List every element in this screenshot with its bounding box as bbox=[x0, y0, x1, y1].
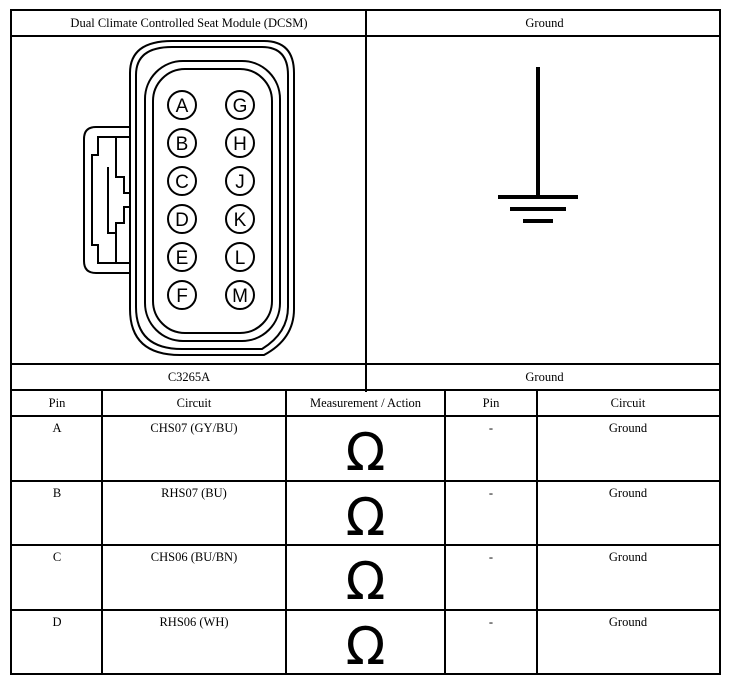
pin-table: Pin Circuit Measurement / Action Pin Circuit… bbox=[12, 391, 719, 673]
table-cell: RHS07 (BU) bbox=[161, 485, 227, 500]
divider bbox=[12, 608, 719, 611]
table-cell: - bbox=[488, 421, 494, 435]
pin-label-f: F bbox=[176, 286, 188, 307]
connector-id-label: C3265A bbox=[167, 370, 211, 384]
table-cell: D bbox=[52, 614, 62, 629]
ground-diagram bbox=[368, 37, 721, 363]
pin-cavity-c bbox=[167, 166, 197, 196]
pin-label-c: C bbox=[175, 172, 189, 193]
table-cell: - bbox=[488, 614, 494, 629]
pin-label-l: L bbox=[235, 248, 246, 269]
pin-label-b: B bbox=[176, 134, 189, 155]
resistance-measurement-icon: Ω bbox=[345, 423, 386, 483]
table-cell: RHS06 (WH) bbox=[159, 614, 229, 629]
pin-label-d: D bbox=[175, 210, 189, 231]
pin-label-m: M bbox=[232, 286, 248, 307]
column-header: Circuit bbox=[610, 396, 646, 410]
pin-cavity-h bbox=[225, 128, 255, 158]
pin-label-k: K bbox=[234, 210, 247, 231]
divider bbox=[12, 415, 719, 417]
connector-cavity-outer bbox=[144, 60, 281, 342]
column-header: Measurement / Action bbox=[309, 396, 422, 410]
divider bbox=[12, 544, 719, 546]
pin-cavity-l bbox=[225, 242, 255, 272]
table-cell: A bbox=[52, 421, 62, 435]
divider bbox=[12, 479, 719, 482]
divider bbox=[365, 11, 367, 392]
pin-cavity-a bbox=[167, 90, 197, 120]
pin-label-g: G bbox=[233, 96, 248, 117]
pin-label-j: J bbox=[235, 172, 245, 193]
divider bbox=[101, 391, 103, 673]
pin-cavity-e bbox=[167, 242, 197, 272]
column-header: Pin bbox=[482, 396, 500, 410]
connector-housing-inner bbox=[135, 46, 289, 350]
divider bbox=[12, 363, 719, 365]
table-cell: CHS07 (GY/BU) bbox=[150, 421, 238, 435]
pin-label-a: A bbox=[176, 96, 189, 117]
dcsm-header: Dual Climate Controlled Seat Module (DCS… bbox=[70, 16, 308, 30]
table-cell: Ground bbox=[608, 421, 648, 435]
divider bbox=[285, 391, 287, 673]
table-cell: B bbox=[52, 485, 62, 500]
resistance-measurement-icon: Ω bbox=[345, 487, 386, 548]
divider bbox=[536, 391, 538, 673]
pin-cavity-b bbox=[167, 128, 197, 158]
pin-cavity-d bbox=[167, 204, 197, 234]
table-cell: Ground bbox=[608, 614, 648, 629]
table-cell: Ground bbox=[608, 550, 648, 564]
pin-label-e: E bbox=[176, 248, 189, 269]
pin-cavity-g bbox=[225, 90, 255, 120]
pin-label-h: H bbox=[233, 134, 247, 155]
pin-cavity-f bbox=[167, 280, 197, 310]
ground-icon bbox=[498, 67, 578, 223]
table-cell: Ground bbox=[608, 485, 648, 500]
divider bbox=[12, 389, 719, 391]
table-cell: - bbox=[488, 550, 494, 564]
divider bbox=[444, 391, 446, 673]
table-cell: C bbox=[52, 550, 62, 564]
pin-cavity-j bbox=[225, 166, 255, 196]
column-header: Pin bbox=[48, 396, 66, 410]
pin-cavity-m bbox=[225, 280, 255, 310]
table-cell: - bbox=[488, 485, 494, 500]
ground-header: Ground bbox=[525, 16, 564, 30]
resistance-measurement-icon: Ω bbox=[345, 552, 386, 612]
pin-cavity-k bbox=[225, 204, 255, 234]
connector-cavity-inner bbox=[152, 68, 273, 334]
resistance-measurement-icon: Ω bbox=[345, 616, 386, 677]
connector-test-sheet: Dual Climate Controlled Seat Module (DCS… bbox=[10, 9, 721, 675]
column-header: Circuit bbox=[176, 396, 212, 410]
connector-latch bbox=[83, 126, 130, 274]
ground-footer-label: Ground bbox=[525, 370, 564, 384]
table-cell: CHS06 (BU/BN) bbox=[150, 550, 238, 564]
connector-housing bbox=[129, 40, 295, 356]
